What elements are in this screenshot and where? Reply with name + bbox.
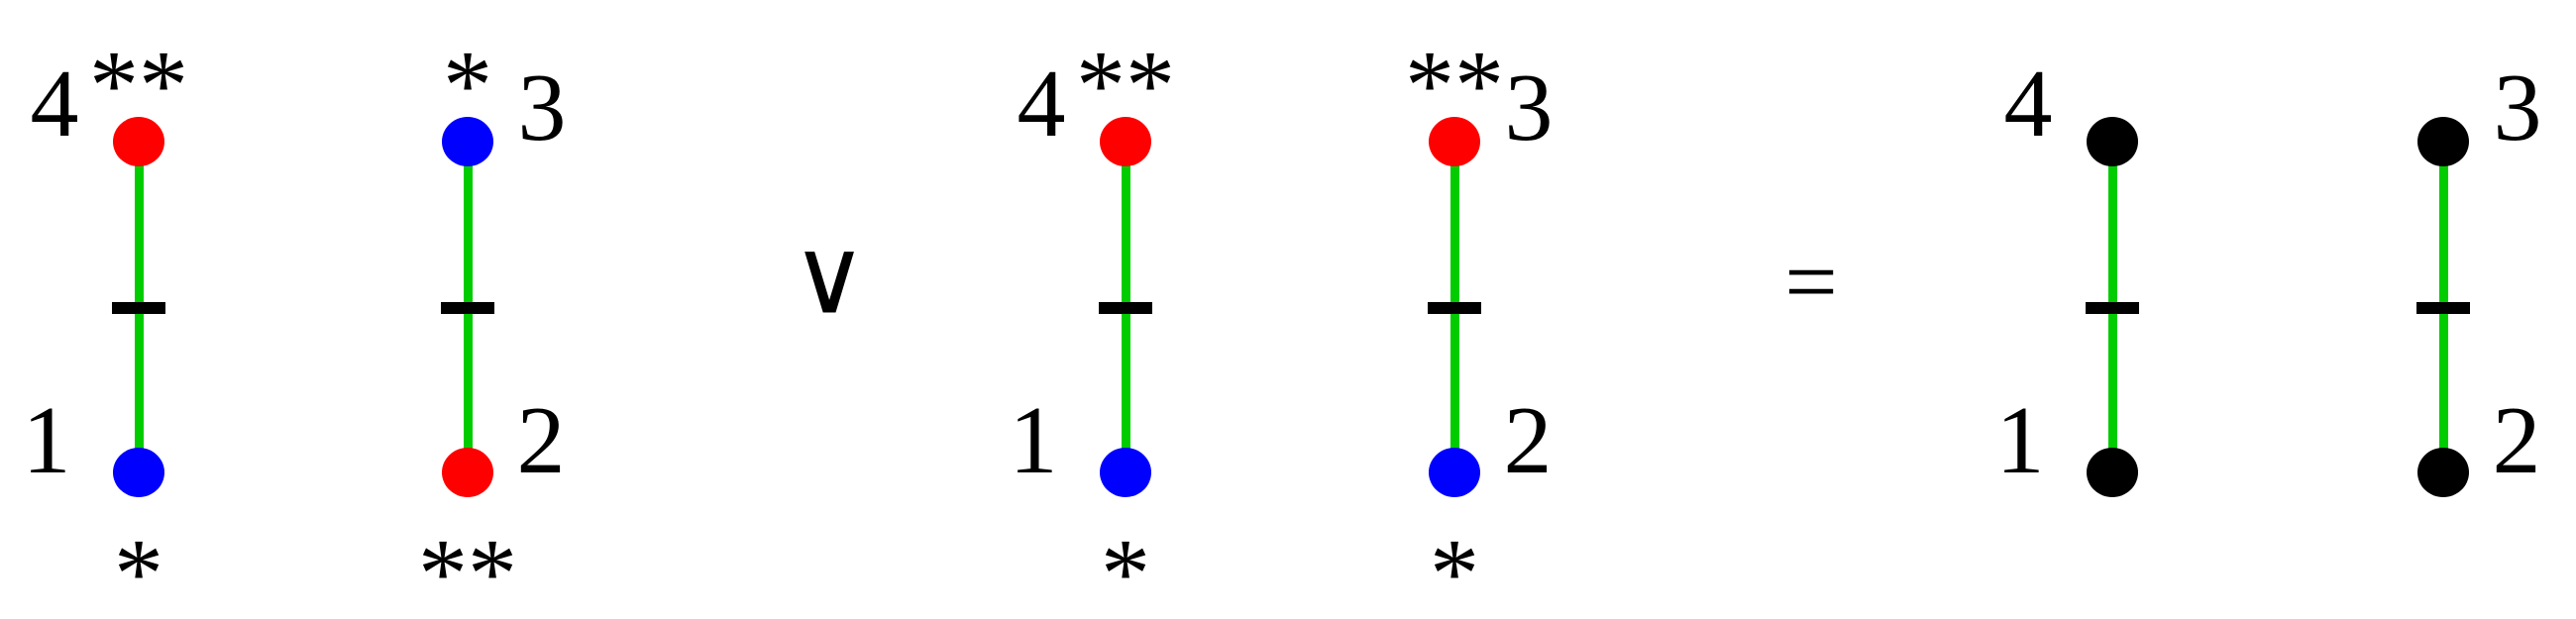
vertex-mark-label: ** <box>89 30 188 140</box>
vertex-mark-label: * <box>1101 518 1150 619</box>
vertex-mark-label: ** <box>1405 30 1504 140</box>
vertex-mark-label: ** <box>418 518 517 619</box>
vertex-number-label: 3 <box>1504 54 1554 161</box>
vertex-mark-label: * <box>114 518 163 619</box>
edge-tick-mark <box>2086 302 2139 314</box>
edge-tick-mark <box>2416 302 2470 314</box>
vertex-mark-label: ** <box>1076 30 1175 140</box>
join-operator: ∨ <box>791 216 868 338</box>
vertex-number-label: 3 <box>517 54 567 161</box>
vertex-bottom <box>2087 448 2138 497</box>
vertex-top <box>442 117 493 166</box>
vertex-number-label: 1 <box>22 387 71 494</box>
vertex-number-label: 4 <box>2003 51 2053 157</box>
vertex-bottom <box>2417 448 2469 497</box>
edge-tick-mark <box>112 302 165 314</box>
vertex-number-label: 2 <box>516 387 566 494</box>
vertex-mark-label: * <box>1430 518 1479 619</box>
vertex-top <box>113 117 164 166</box>
edge-tick-mark <box>1099 302 1152 314</box>
vertex-number-label: 2 <box>2492 387 2541 494</box>
vertex-bottom <box>1100 448 1151 497</box>
vertex-number-label: 4 <box>1017 51 1066 157</box>
vertex-mark-label: * <box>443 30 492 140</box>
vertex-bottom <box>1429 448 1480 497</box>
equals-operator: = <box>1784 229 1838 335</box>
edge-tick-mark <box>441 302 494 314</box>
edge-tick-mark <box>1428 302 1481 314</box>
vertex-number-label: 2 <box>1503 387 1553 494</box>
vertex-number-label: 3 <box>2493 54 2542 161</box>
vertex-top <box>1429 117 1480 166</box>
vertex-number-label: 4 <box>30 51 79 157</box>
vertex-bottom <box>442 448 493 497</box>
vertex-number-label: 1 <box>1995 387 2045 494</box>
vertex-bottom <box>113 448 164 497</box>
vertex-number-label: 1 <box>1009 387 1058 494</box>
vertex-top <box>1100 117 1151 166</box>
vertex-top <box>2087 117 2138 166</box>
vertex-top <box>2417 117 2469 166</box>
